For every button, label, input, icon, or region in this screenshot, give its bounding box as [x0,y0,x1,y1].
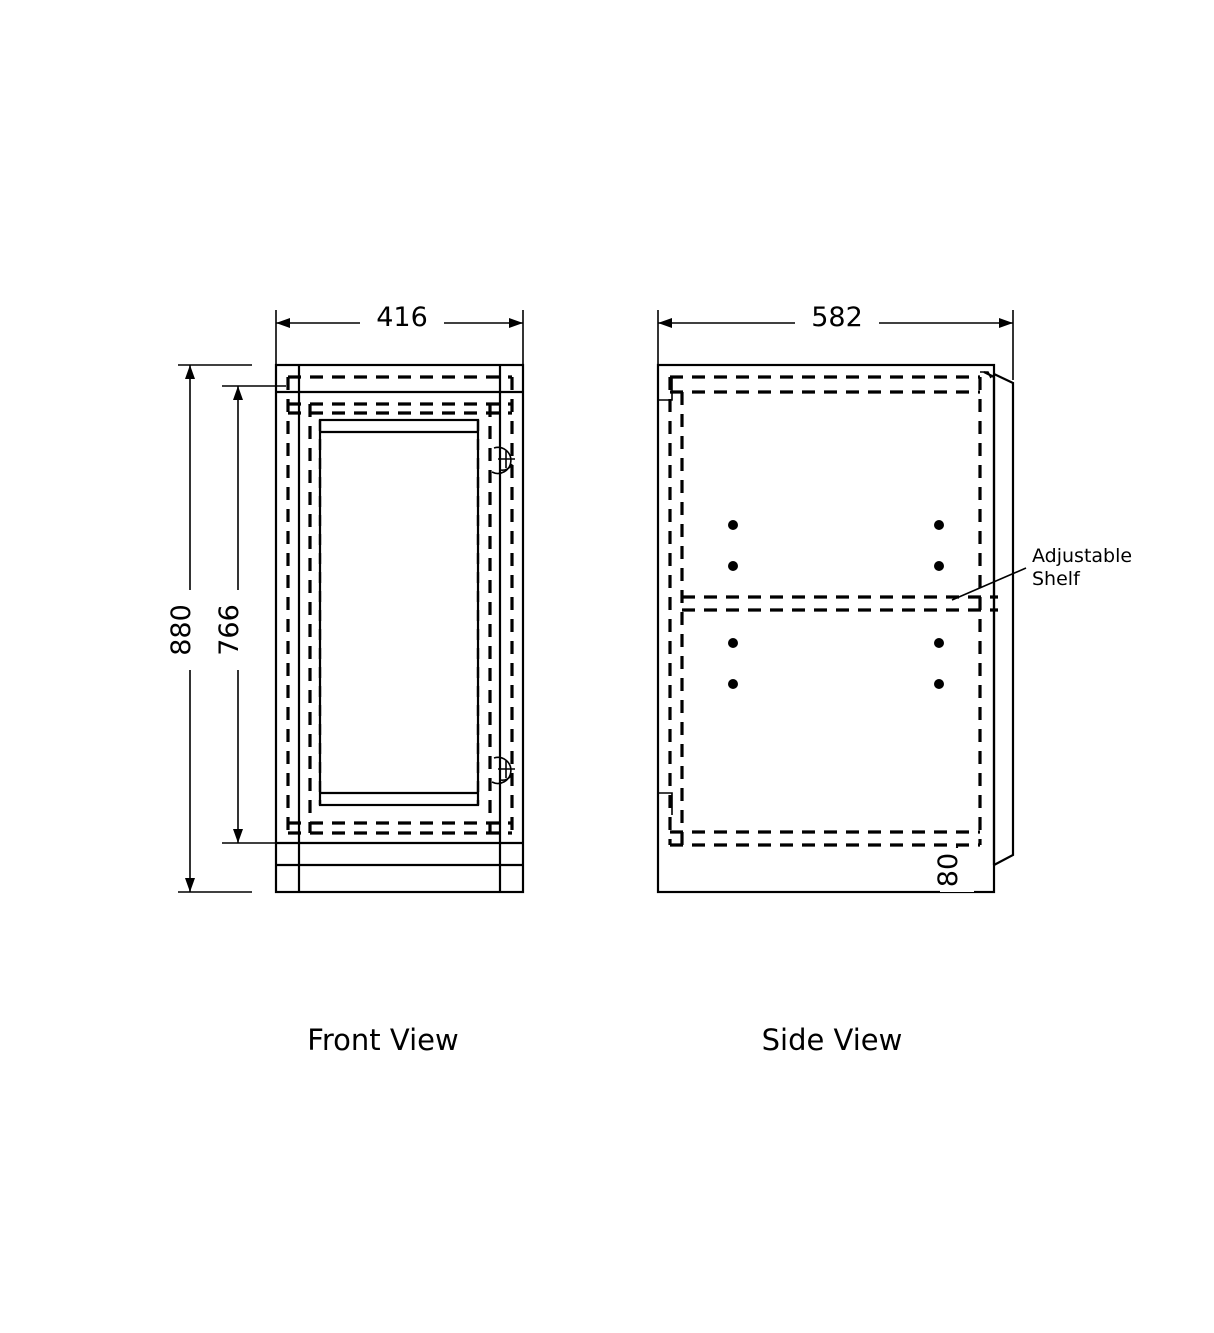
dimension-side-depth: 582 [657,300,1014,380]
front-view-group: 416 880 766 Front View [166,300,525,1057]
front-hinge-bottom [491,756,515,785]
side-top-right-notch [980,371,992,379]
adjustable-shelf-label-line2: Shelf [1032,568,1081,590]
front-hinge-top [491,446,515,475]
shelf-hole [934,638,944,648]
shelf-hole [728,679,738,689]
dimension-label-80: 80 [933,853,964,887]
side-top-left-notch [658,378,673,401]
side-view-title: Side View [762,1023,903,1057]
dimension-label-766: 766 [214,604,245,656]
dimension-label-582: 582 [811,302,863,333]
side-view-group: Adjustable Shelf 582 80 Side View [656,300,1132,1057]
adjustable-shelf-callout: Adjustable Shelf [951,545,1132,601]
dimension-label-880: 880 [166,604,197,656]
dimension-plinth-height: 80 [933,845,974,892]
shelf-hole [934,679,944,689]
shelf-hole [728,520,738,530]
front-door-panel [318,418,480,807]
side-door-leaf [993,373,1015,866]
front-outer-body [274,363,525,894]
front-view-title: Front View [307,1023,458,1057]
adjustable-shelf-label-line1: Adjustable [1032,545,1132,567]
dimension-inner-height: 766 [214,385,286,844]
shelf-hole [934,561,944,571]
shelf-hole [728,638,738,648]
shelf-hole [728,561,738,571]
side-bottom-left-notch [658,792,673,815]
dimension-front-width: 416 [275,300,524,370]
dimension-label-416: 416 [376,302,428,333]
side-outer-body [656,363,996,894]
dimension-overall-height: 880 [166,364,252,893]
shelf-hole [934,520,944,530]
